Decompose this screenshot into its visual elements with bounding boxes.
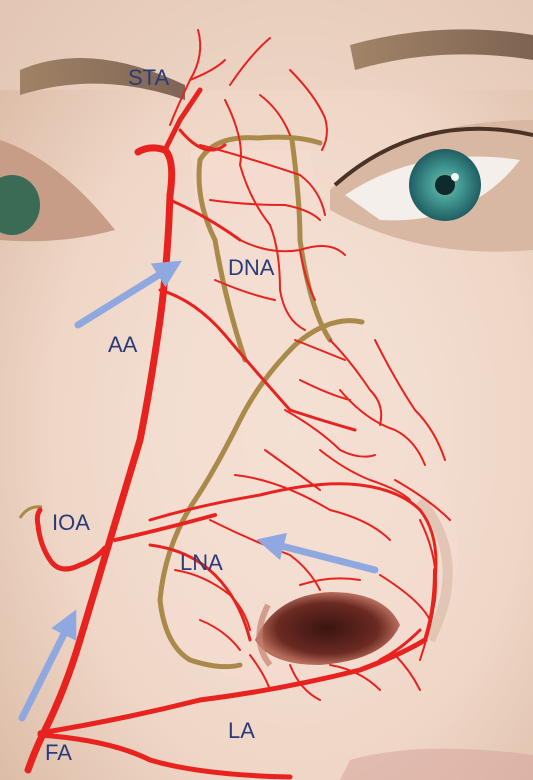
right-eye-highlight — [451, 173, 459, 181]
label-fa: FA — [45, 740, 72, 765]
label-aa: AA — [108, 332, 138, 357]
label-lna: LNA — [180, 550, 223, 575]
label-dna: DNA — [228, 255, 275, 280]
label-sta: STA — [128, 65, 169, 90]
label-la: LA — [228, 718, 255, 743]
label-ioa: IOA — [52, 510, 90, 535]
